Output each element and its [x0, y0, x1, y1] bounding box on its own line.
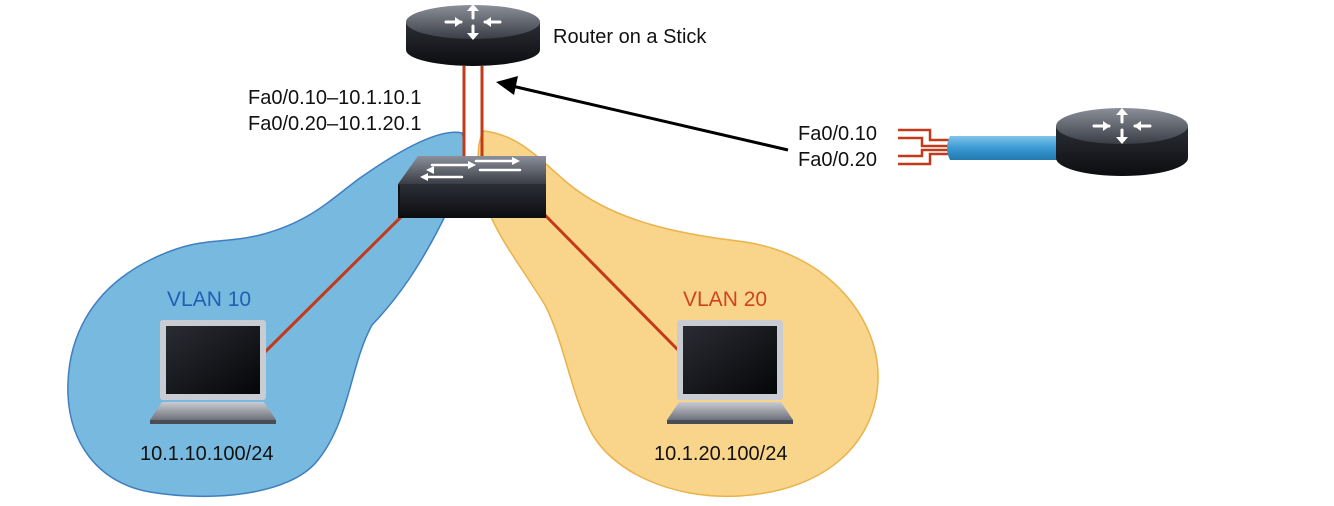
zoom-label-1: Fa0/0.10: [798, 123, 877, 145]
laptop-vlan10-icon: [150, 320, 276, 424]
switch-icon: [398, 156, 546, 218]
arrow-icon: [496, 76, 789, 152]
router-title: Router on a Stick: [553, 26, 707, 48]
subinterface-label-2: Fa0/0.20–10.1.20.1: [248, 113, 421, 135]
zoom-label-2: Fa0/0.20: [798, 149, 877, 171]
subinterface-label-1: Fa0/0.10–10.1.10.1: [248, 87, 421, 109]
access-link-vlan20: [538, 208, 682, 354]
router-icon: [406, 4, 540, 66]
laptop-vlan20-icon: [667, 320, 793, 424]
vlan20-host-ip: 10.1.20.100/24: [654, 443, 787, 465]
vlan10-label: VLAN 10: [167, 288, 251, 311]
vlan20-label: VLAN 20: [683, 288, 767, 311]
access-link-vlan10: [263, 208, 410, 354]
vlan10-host-ip: 10.1.10.100/24: [140, 443, 273, 465]
router-zoom-icon: [1056, 108, 1188, 176]
trunk-cable-zoom-icon: [898, 128, 1060, 166]
